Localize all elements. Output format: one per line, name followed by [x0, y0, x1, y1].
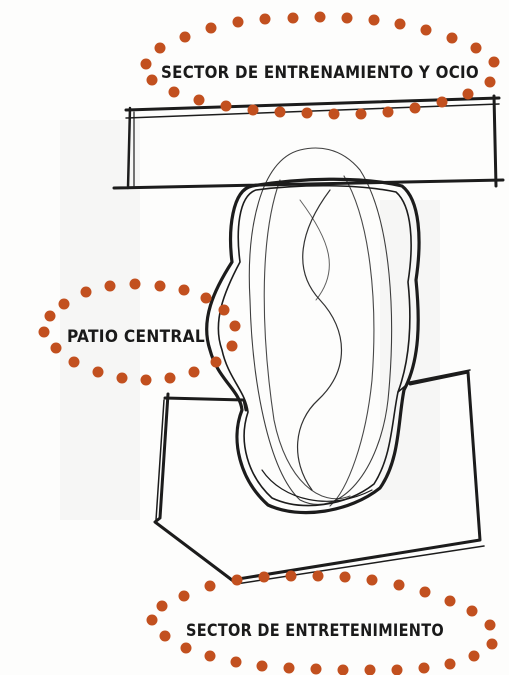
label-bottom-sector: SECTOR DE ENTRETENIMIENTO — [186, 621, 444, 641]
paper-texture — [60, 120, 440, 520]
label-top-sector: SECTOR DE ENTRENAMIENTO Y OCIO — [161, 63, 479, 83]
label-center-patio: PATIO CENTRAL — [67, 327, 205, 347]
